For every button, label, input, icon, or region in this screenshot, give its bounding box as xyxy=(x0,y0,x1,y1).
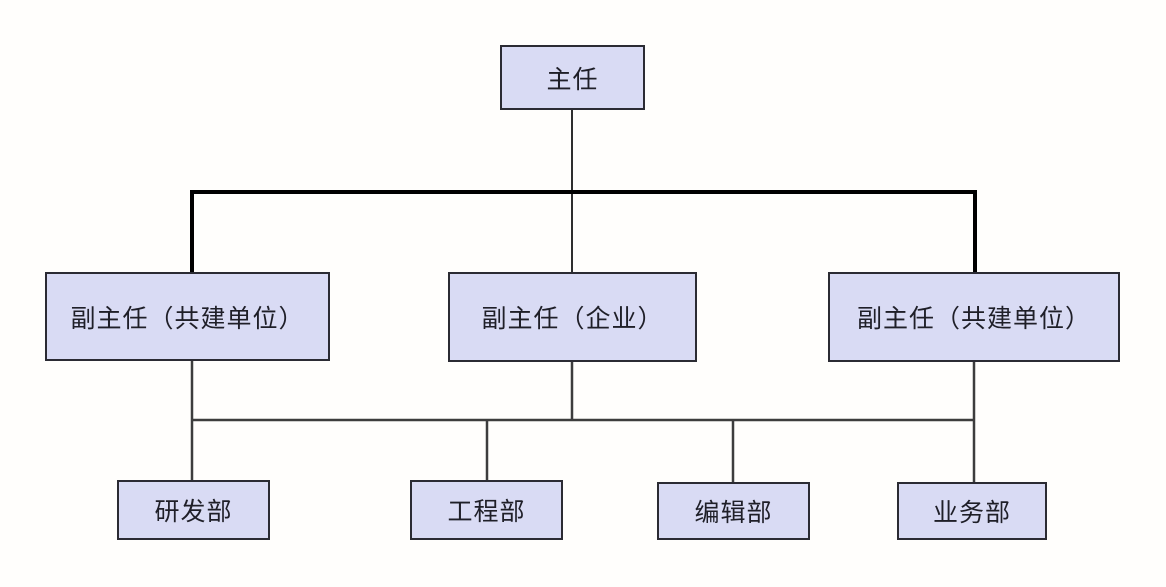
node-deputy-enterprise: 副主任（企业） xyxy=(448,272,697,362)
node-dept-editorial: 编辑部 xyxy=(657,482,810,540)
node-dept-rnd: 研发部 xyxy=(117,480,270,540)
node-dept-engineering: 工程部 xyxy=(410,480,563,540)
node-director: 主任 xyxy=(500,45,645,110)
node-deputy-coop-unit-right: 副主任（共建单位） xyxy=(828,272,1120,362)
node-deputy-coop-unit-left: 副主任（共建单位） xyxy=(45,272,330,361)
node-dept-business: 业务部 xyxy=(897,482,1047,540)
